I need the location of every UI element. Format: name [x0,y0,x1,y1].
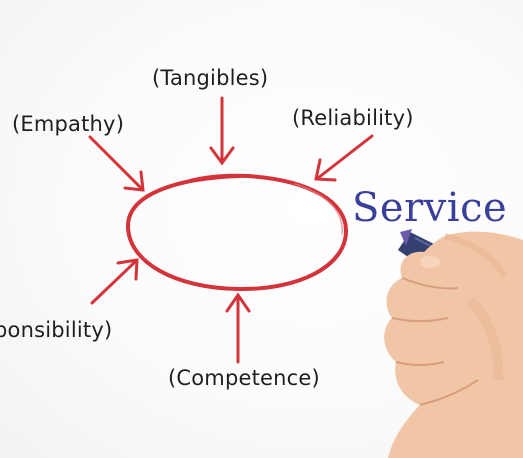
arrow-empathy [88,135,145,192]
hand-holding-marker-icon [384,229,523,458]
label-reliability: (Reliability) [292,106,414,130]
label-tangibles: (Tangibles) [152,66,269,90]
center-word-service: Service [352,185,508,231]
label-responsibility: ponsibility) [0,318,113,342]
label-empathy: (Empathy) [12,112,125,136]
arrow-responsibility [90,258,139,305]
arrow-reliability [314,134,374,182]
center-ellipse [125,173,349,292]
label-competence: (Competence) [168,366,320,390]
arrow-tangibles [209,96,235,166]
arrow-competence [225,292,251,364]
